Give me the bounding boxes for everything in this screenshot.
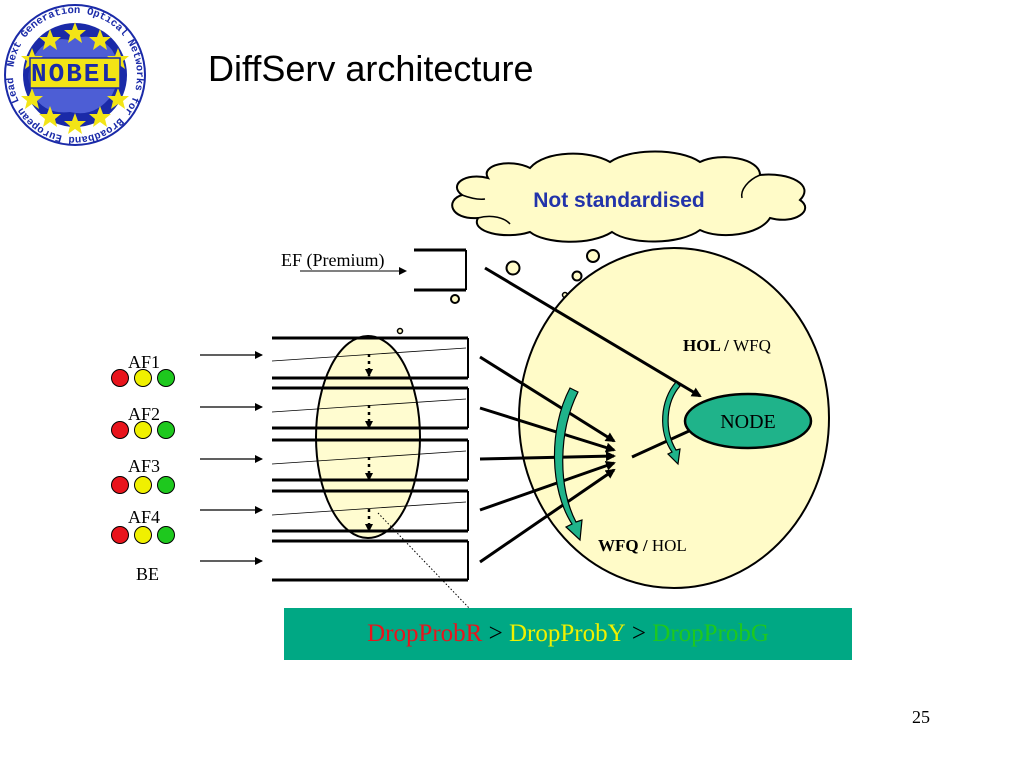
nobel-logo: Next Generation Optical Networks for Bro…	[0, 0, 146, 146]
legend-drop-red: DropProbR	[367, 620, 483, 647]
thought-cloud	[396, 150, 807, 335]
input-arrows	[200, 351, 263, 565]
wfq-hol-label: WFQ / HOL	[598, 536, 687, 555]
af4-dots	[111, 526, 175, 544]
hol-wfq-label: HOL / WFQ	[683, 336, 771, 355]
legend-sep-1: >	[482, 620, 509, 647]
ef-queue	[300, 248, 467, 292]
node-label: NODE	[720, 411, 776, 433]
drop-color-dots	[111, 369, 175, 544]
legend-drop-yellow-a: Drop	[508, 620, 561, 647]
af2-label: AF2	[128, 404, 160, 424]
af1-label: AF1	[128, 352, 160, 372]
af3-dots	[111, 476, 175, 494]
legend-sep-2: >	[625, 620, 653, 647]
node-ellipse	[683, 392, 813, 450]
af4-label: AF4	[128, 507, 160, 527]
scheduler-curves	[553, 381, 681, 542]
drop-precedence-ellipse	[315, 335, 421, 539]
converging-arrows	[479, 355, 702, 564]
be-label: BE	[136, 564, 159, 584]
legend-pointer-line	[377, 512, 471, 610]
ef-to-node-arrow	[484, 266, 702, 398]
logo-text: NOBEL	[31, 59, 119, 89]
page-number: 25	[912, 707, 930, 727]
af3-label: AF3	[128, 456, 160, 476]
af2-dots	[111, 421, 175, 439]
cloud-label: Not standardised	[533, 189, 705, 212]
queue-be	[272, 539, 469, 582]
ef-label: EF (Premium)	[281, 250, 385, 271]
drop-probability-legend: DropProbR > Drop ProbY > DropProbG	[284, 608, 852, 660]
af1-dots	[111, 369, 175, 387]
legend-drop-green: DropProbG	[652, 620, 769, 647]
legend-drop-yellow-b: ProbY	[560, 620, 626, 647]
slide-title: DiffServ architecture	[208, 48, 534, 89]
